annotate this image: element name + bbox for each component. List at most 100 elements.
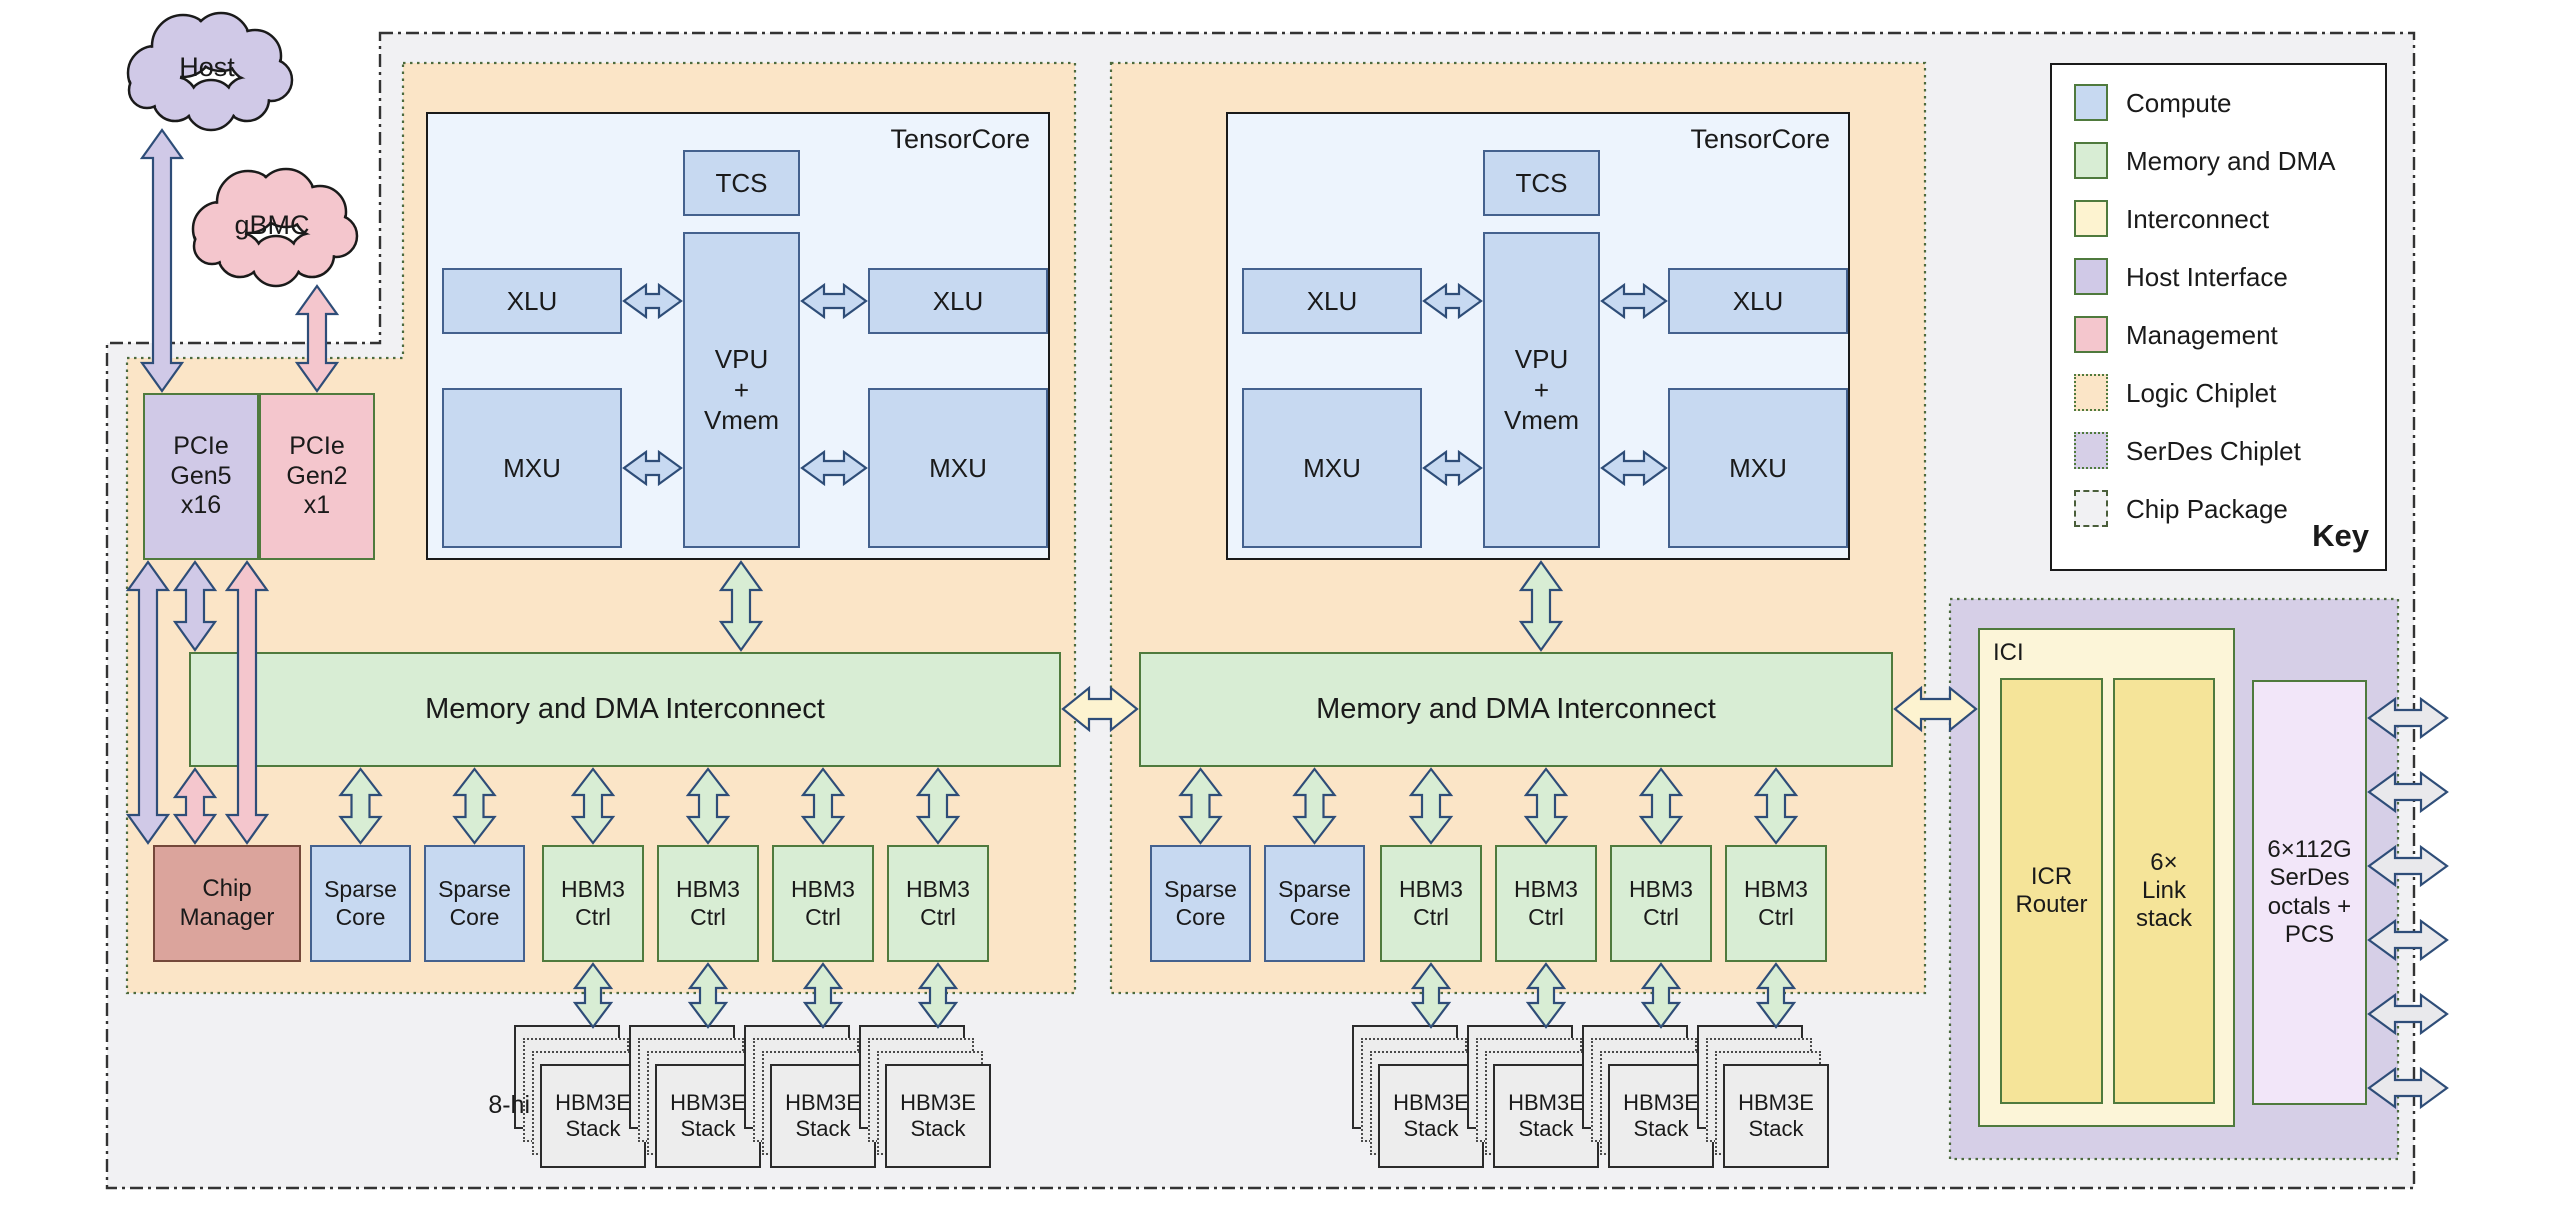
hbm3e-stack-5-label: HBM3E Stack [1393, 1090, 1469, 1141]
tensorcore-1-mxu-right: MXU [868, 388, 1048, 548]
tensorcore-1-xlu-right-label: XLU [932, 285, 984, 316]
key-swatch-host_interface [2074, 258, 2108, 295]
chiplet2-hbm3-ctrl-4: HBM3 Ctrl [1495, 845, 1597, 962]
chiplet1-hbm3-ctrl-4: HBM3 Ctrl [657, 845, 759, 962]
tensorcore-1-xlu-left-label: XLU [506, 285, 558, 316]
tensorcore-2-xlu-right: XLU [1668, 268, 1848, 334]
chiplet1-sparse-core-2-label: Sparse Core [438, 876, 511, 930]
chiplet2-hbm3-ctrl-3: HBM3 Ctrl [1380, 845, 1482, 962]
tensorcore-2-mxu-left-label: MXU [1303, 452, 1361, 483]
chiplet1-hbm3-ctrl-3-label: HBM3 Ctrl [561, 876, 625, 930]
tensorcore-1-vpu-vmem: VPU + Vmem [683, 232, 800, 548]
key-label-memory_dma: Memory and DMA [2126, 146, 2336, 176]
chiplet1-sparse-core-1-label: Sparse Core [324, 876, 397, 930]
chiplet1-hbm3-ctrl-3: HBM3 Ctrl [542, 845, 644, 962]
icr-router-block-label: ICR Router [2015, 862, 2088, 918]
key-label-logic_chiplet: Logic Chiplet [2126, 378, 2277, 408]
host-cloud-label: Host [179, 52, 235, 82]
hbm3e-stack-2-label: HBM3E Stack [670, 1090, 746, 1141]
tensorcore-1-mxu-left: MXU [442, 388, 622, 548]
memory-dma-interconnect-1-label: Memory and DMA Interconnect [425, 693, 825, 726]
hbm3e-stack-4-label: HBM3E Stack [900, 1090, 976, 1141]
chiplet2-sparse-core-1: Sparse Core [1150, 845, 1251, 962]
tensorcore-2-xlu-left: XLU [1242, 268, 1422, 334]
memory-dma-interconnect-1: Memory and DMA Interconnect [189, 652, 1061, 767]
tensorcore-2-xlu-right-label: XLU [1732, 285, 1784, 316]
gbmc-cloud-label: gBMC [234, 210, 310, 240]
hbm3e-stack-3: HBM3E Stack [744, 1025, 877, 1169]
key-swatch-chip_package [2074, 490, 2108, 527]
stack-height-label: 8-hi [488, 1091, 530, 1119]
chiplet2-sparse-core-2-label: Sparse Core [1278, 876, 1351, 930]
chiplet1-sparse-core-1: Sparse Core [310, 845, 411, 962]
key-swatch-management [2074, 316, 2108, 353]
tensorcore-1-tcs-label: TCS [715, 167, 768, 198]
pcie-gen2-block: PCIe Gen2 x1 [259, 393, 375, 560]
tensorcore-2-mxu-right-label: MXU [1729, 452, 1787, 483]
tensorcore-1-xlu-right: XLU [868, 268, 1048, 334]
memory-dma-interconnect-2: Memory and DMA Interconnect [1139, 652, 1893, 767]
chip-manager-block: Chip Manager [153, 845, 301, 962]
chiplet2-hbm3-ctrl-6: HBM3 Ctrl [1725, 845, 1827, 962]
hbm3e-stack-5: HBM3E Stack [1352, 1025, 1485, 1169]
tensorcore-1-mxu-right-label: MXU [929, 452, 987, 483]
hbm3e-stack-8-card-front: HBM3E Stack [1723, 1064, 1829, 1168]
key-swatch-interconnect [2074, 200, 2108, 237]
key-label-interconnect: Interconnect [2126, 204, 2270, 234]
hbm3e-stack-4-card-front: HBM3E Stack [885, 1064, 991, 1168]
chiplet2-hbm3-ctrl-3-label: HBM3 Ctrl [1399, 876, 1463, 930]
pcie-gen5-block: PCIe Gen5 x16 [143, 393, 259, 560]
chiplet2-hbm3-ctrl-6-label: HBM3 Ctrl [1744, 876, 1808, 930]
pcie-gen5-block-label: PCIe Gen5 x16 [170, 432, 232, 520]
tensorcore-1-label: TensorCore [890, 124, 1030, 154]
memory-dma-interconnect-2-label: Memory and DMA Interconnect [1316, 693, 1716, 726]
hbm3e-stack-4: HBM3E Stack [859, 1025, 992, 1169]
hbm3e-stack-6: HBM3E Stack [1467, 1025, 1600, 1169]
hbm3e-stack-2: HBM3E Stack [629, 1025, 762, 1169]
tensorcore-2-xlu-left-label: XLU [1306, 285, 1358, 316]
key-swatch-memory_dma [2074, 142, 2108, 179]
key-title: Key [2312, 518, 2369, 554]
hbm3e-stack-1-label: HBM3E Stack [555, 1090, 631, 1141]
hbm3e-stack-7-label: HBM3E Stack [1623, 1090, 1699, 1141]
tensorcore-1-tcs: TCS [683, 150, 800, 216]
tensorcore-1-vpu-vmem-label: VPU + Vmem [703, 343, 780, 436]
chip-manager-block-label: Chip Manager [179, 875, 275, 931]
hbm3e-stack-8-label: HBM3E Stack [1738, 1090, 1814, 1141]
tensorcore-1-mxu-left-label: MXU [503, 452, 561, 483]
hbm3e-stack-7: HBM3E Stack [1582, 1025, 1715, 1169]
chiplet2-sparse-core-2: Sparse Core [1264, 845, 1365, 962]
tensorcore-2-vpu-vmem-label: VPU + Vmem [1503, 343, 1580, 436]
key-label-chip_package: Chip Package [2126, 494, 2288, 524]
key-label-host_interface: Host Interface [2126, 262, 2288, 292]
icr-router-block: ICR Router [2000, 678, 2103, 1104]
tensorcore-2-mxu-left: MXU [1242, 388, 1422, 548]
hbm3e-stack-6-label: HBM3E Stack [1508, 1090, 1584, 1141]
tensorcore-1-xlu-left: XLU [442, 268, 622, 334]
key-label-compute: Compute [2126, 88, 2232, 118]
link-stack-block: 6× Link stack [2113, 678, 2215, 1104]
chiplet2-hbm3-ctrl-5-label: HBM3 Ctrl [1629, 876, 1693, 930]
hbm3e-stack-8: HBM3E Stack [1697, 1025, 1830, 1169]
key-label-serdes_chiplet: SerDes Chiplet [2126, 436, 2301, 466]
link-stack-block-label: 6× Link stack [2135, 848, 2192, 933]
key-swatch-compute [2074, 84, 2108, 121]
tensorcore-2-label: TensorCore [1690, 124, 1830, 154]
pcie-gen2-block-label: PCIe Gen2 x1 [286, 432, 348, 520]
chiplet1-hbm3-ctrl-6: HBM3 Ctrl [887, 845, 989, 962]
hbm3e-stack-3-label: HBM3E Stack [785, 1090, 861, 1141]
chiplet1-hbm3-ctrl-5: HBM3 Ctrl [772, 845, 874, 962]
serdes-octals-block: 6×112G SerDes octals + PCS [2252, 680, 2367, 1105]
chiplet1-sparse-core-2: Sparse Core [424, 845, 525, 962]
chiplet1-hbm3-ctrl-6-label: HBM3 Ctrl [906, 876, 970, 930]
chiplet2-hbm3-ctrl-5: HBM3 Ctrl [1610, 845, 1712, 962]
tensorcore-2-tcs: TCS [1483, 150, 1600, 216]
chiplet2-sparse-core-1-label: Sparse Core [1164, 876, 1237, 930]
hbm3e-stack-1: HBM3E Stack [514, 1025, 647, 1169]
chiplet1-hbm3-ctrl-4-label: HBM3 Ctrl [676, 876, 740, 930]
chiplet1-hbm3-ctrl-5-label: HBM3 Ctrl [791, 876, 855, 930]
key-swatch-logic_chiplet [2074, 374, 2108, 411]
tensorcore-2-vpu-vmem: VPU + Vmem [1483, 232, 1600, 548]
